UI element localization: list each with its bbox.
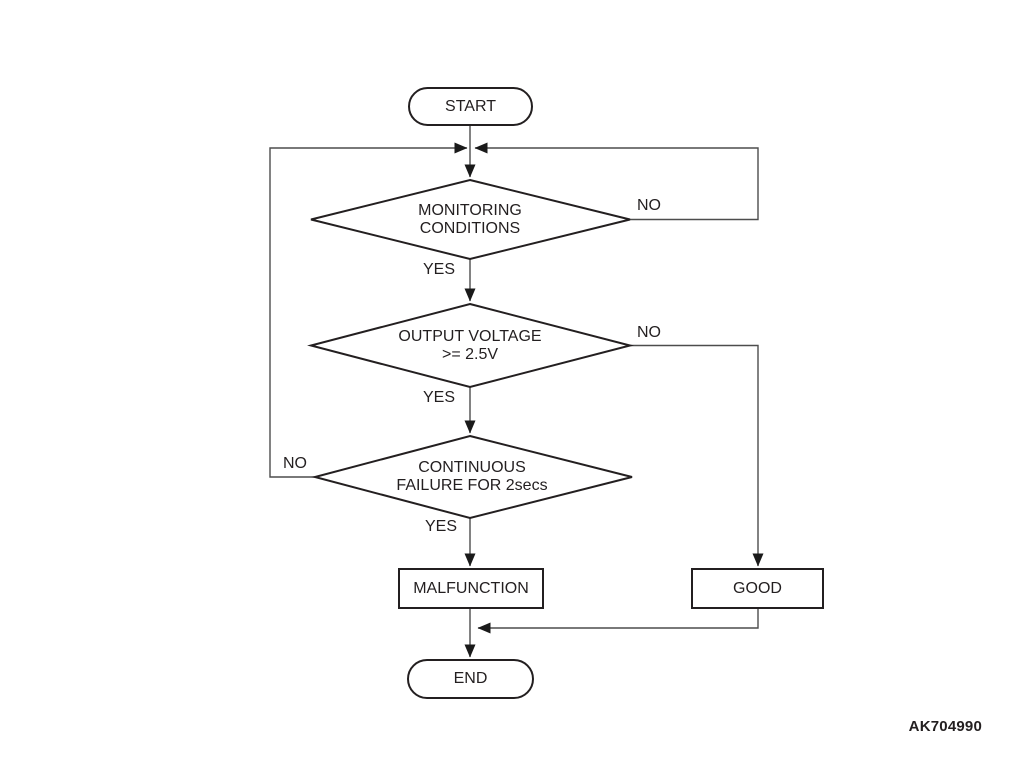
failure-decision-line1: CONTINUOUS [418,459,526,476]
edge-good-to-merge [477,608,759,634]
monitoring-decision-line1: MONITORING [418,202,522,219]
failure-yes-label: YES [425,518,458,535]
failure-no-label: NO [283,455,307,472]
end-node-label: END [453,670,488,687]
failure-decision-line2: FAILURE FOR 2secs [396,477,548,494]
voltage-decision-label: OUTPUT VOLTAGE >= 2.5V [398,328,541,364]
end-node-shape [407,659,534,699]
failure-decision-shape [311,434,633,520]
monitoring-decision-line2: CONDITIONS [419,220,521,237]
malfunction-node-shape [398,568,544,609]
good-node-shape [691,568,824,609]
start-node-label: START [445,98,496,115]
monitoring-no-label: NO [637,197,661,214]
monitoring-decision-shape [310,178,631,261]
edge-monitoring-no-loop [474,142,759,221]
edge-voltage-no-to-good [630,344,764,567]
voltage-decision-shape [307,302,634,389]
monitoring-decision-label: MONITORING CONDITIONS [418,202,522,238]
failure-decision-label: CONTINUOUS FAILURE FOR 2secs [396,459,547,495]
voltage-decision-line2: >= 2.5V [441,346,499,363]
start-node-shape [408,87,533,126]
voltage-yes-label: YES [423,389,456,406]
figure-code: AK704990 [908,718,982,735]
malfunction-node-label: MALFUNCTION [413,580,529,597]
voltage-decision-line1: OUTPUT VOLTAGE [398,328,542,345]
good-node-label: GOOD [733,580,782,597]
voltage-no-label: NO [637,324,661,341]
edge-failure-no-loop [269,142,468,478]
monitoring-yes-label: YES [423,261,456,278]
